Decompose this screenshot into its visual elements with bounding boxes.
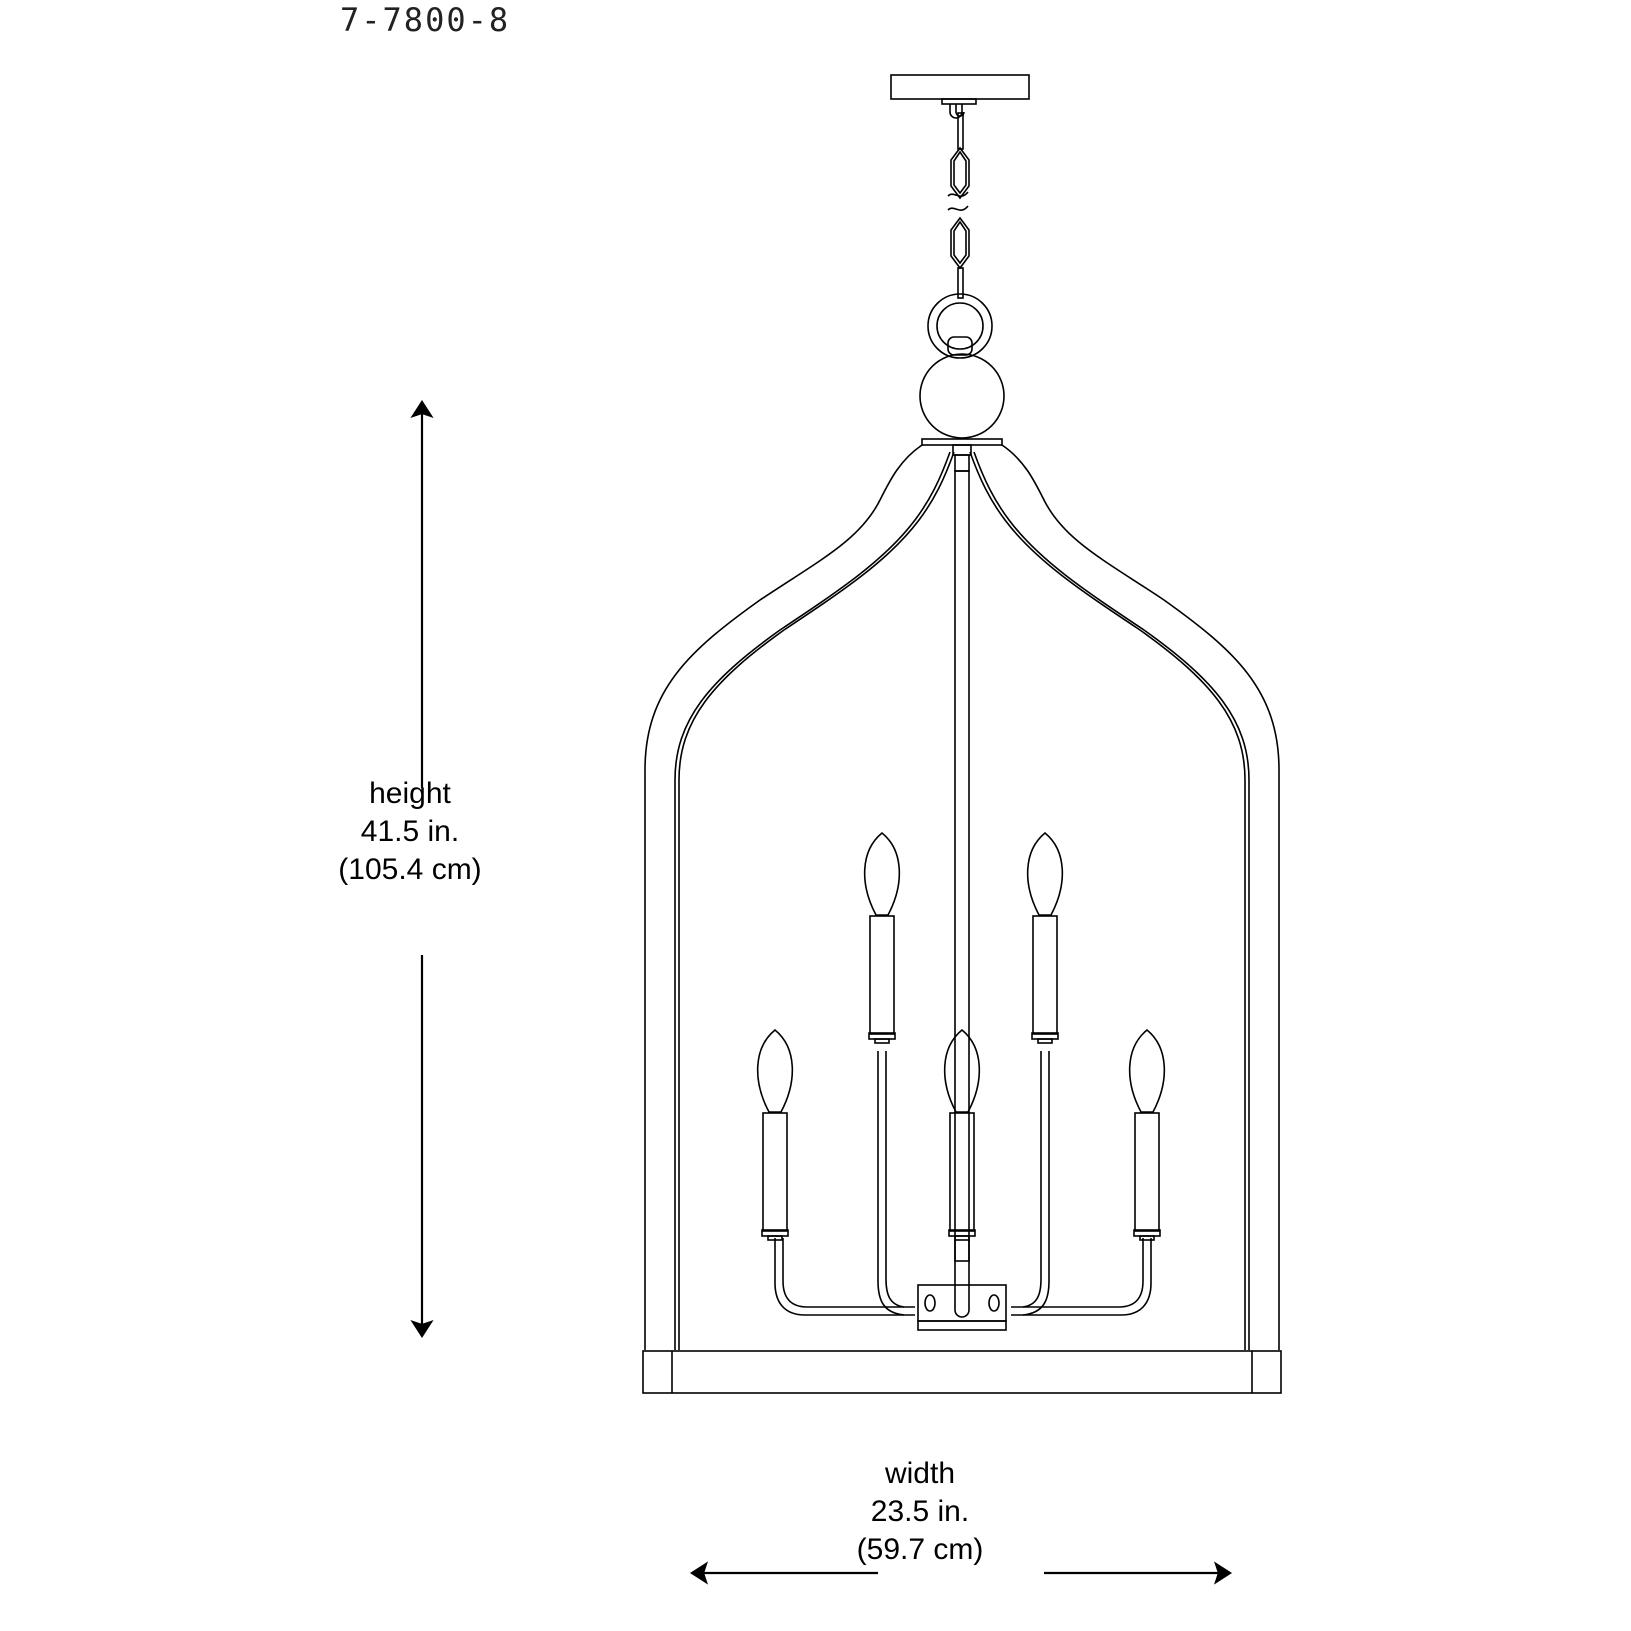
candle-upper-right [1026,831,1064,1044]
height-dimension-label: height 41.5 in. (105.4 cm) [330,775,490,889]
width-dimension-label: width 23.5 in. (59.7 cm) [840,1455,1000,1569]
center-rod [952,444,972,1262]
width-title: width [884,1457,956,1490]
width-imperial: 23.5 in. [870,1495,970,1528]
height-title: height [369,777,451,810]
arms [774,1051,1152,1318]
hub [917,1284,1007,1331]
height-metric: (105.4 cm) [338,853,482,886]
model-number: 7-7800-8 [340,1,511,39]
ring [927,293,993,359]
width-dimension-arrow [689,1561,1233,1585]
candle-left [756,1028,794,1241]
height-dimension-arrow [410,399,434,1339]
ball-finial [919,353,1005,439]
cage-frame [644,444,1280,1350]
chain [947,112,970,299]
base-band [642,1350,1282,1394]
canopy [890,74,1030,119]
candle-center [943,1028,981,1241]
width-metric: (59.7 cm) [856,1533,984,1566]
height-imperial: 41.5 in. [360,815,460,848]
candle-upper-left [863,831,901,1044]
candle-right [1128,1028,1166,1241]
